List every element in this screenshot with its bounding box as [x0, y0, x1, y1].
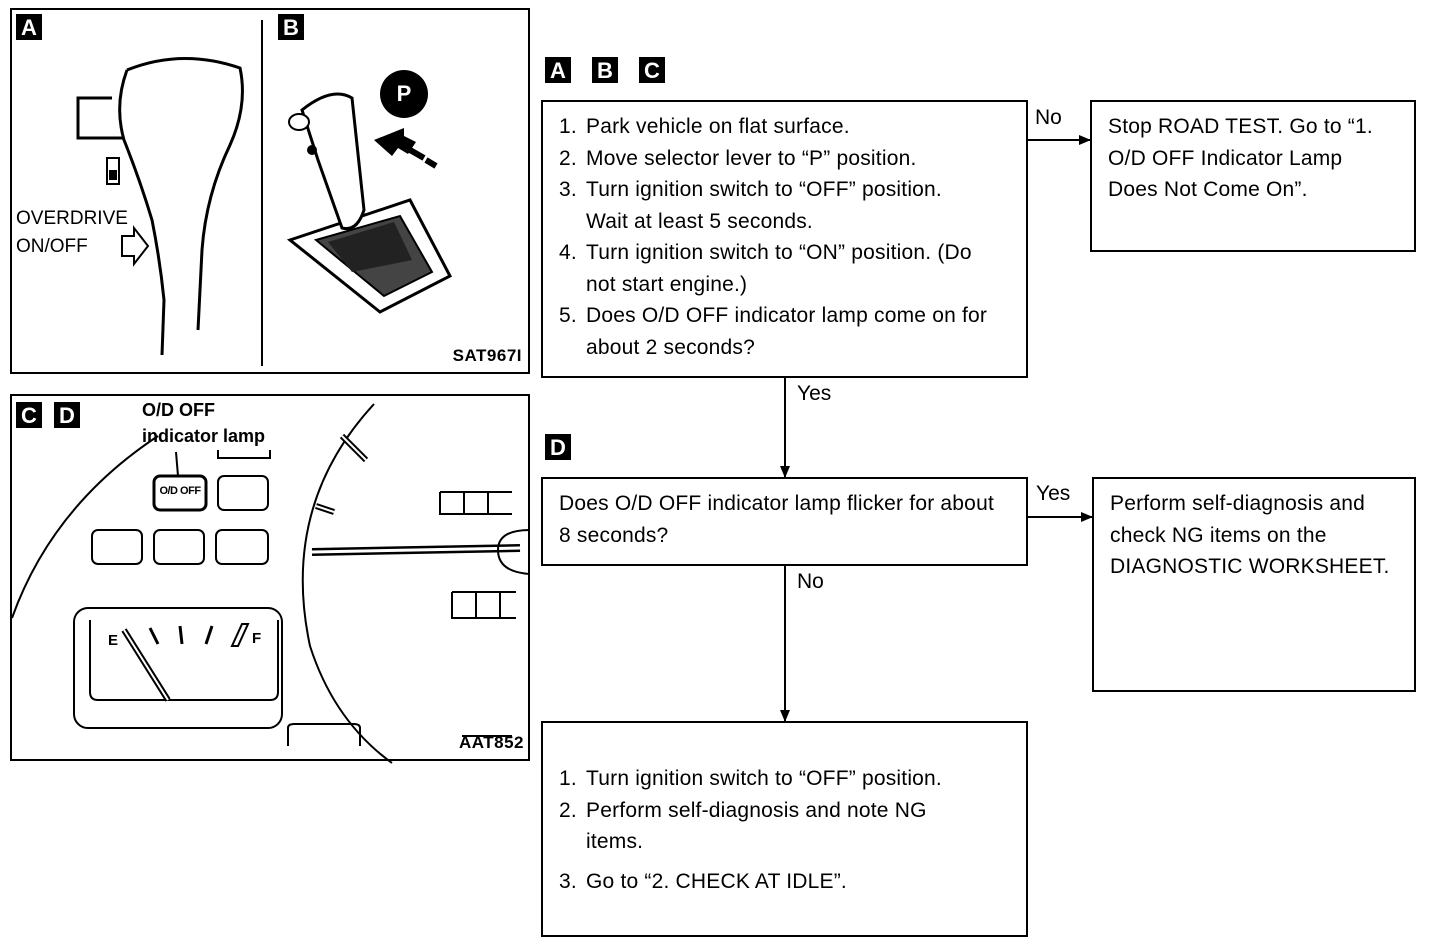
shift-lever-illustration: [76, 20, 453, 366]
procedure-step: 3.Go to “2. CHECK AT IDLE”.: [559, 869, 847, 893]
step-tag-a: A: [545, 57, 571, 83]
p-position-badge: P: [396, 81, 412, 106]
branch-label-no-1: No: [1035, 106, 1062, 129]
figure-code-aat852: AAT852: [458, 733, 524, 752]
figure-tag-a: A: [16, 14, 42, 40]
procedure-step: 2.Move selector lever to “P” position.: [559, 146, 917, 170]
question-box-lamp-flicker: Does O/D OFF indicator lamp flicker for …: [541, 477, 1028, 566]
step-tag-d: D: [545, 434, 571, 460]
figure-tag-c: C: [16, 402, 42, 428]
procedure-step: 4.Turn ignition switch to “ON” position.…: [559, 241, 972, 296]
figure-tag-d: D: [54, 402, 80, 428]
fuel-gauge-full-label: F: [252, 630, 262, 647]
procedure-box-final: 1.Turn ignition switch to “OFF” position…: [541, 721, 1028, 937]
branch-label-yes-1: Yes: [797, 382, 832, 405]
instrument-cluster-illustration: [11, 403, 531, 764]
od-off-callout-line2: indicator lamp: [142, 426, 266, 446]
branch-label-yes-2: Yes: [1036, 482, 1071, 505]
figure-panel-cd: C D O/D OFF indicator lamp O/D OFF E F A…: [10, 394, 531, 764]
procedure-step: 5.Does O/D OFF indicator lamp come on fo…: [559, 304, 988, 359]
procedure-step: 1.Turn ignition switch to “OFF” position…: [559, 767, 942, 790]
procedure-box-check-lamp: 1.Park vehicle on flat surface. 2.Move s…: [541, 100, 1028, 378]
branch-label-no-2: No: [797, 570, 824, 593]
result-box-stop-road-test: Stop ROAD TEST. Go to “1. O/D OFF Indica…: [1090, 100, 1416, 252]
procedure-step: 3.Turn ignition switch to “OFF” position…: [559, 178, 942, 233]
overdrive-label: OVERDRIVE: [16, 208, 128, 229]
figure-code-sat967i: SAT967I: [452, 346, 522, 365]
figure-tag-b: B: [278, 14, 304, 40]
od-off-callout-line1: O/D OFF: [142, 400, 215, 420]
overdrive-onoff-label: ON/OFF: [16, 236, 88, 257]
procedure-step: 2.Perform self-diagnosis and note NG ite…: [559, 798, 927, 854]
step-tag-c: C: [639, 57, 665, 83]
step-tag-b: B: [592, 57, 618, 83]
result-box-self-diagnosis: Perform self-diagnosis and check NG item…: [1092, 477, 1416, 692]
od-off-lamp-text: O/D OFF: [159, 485, 201, 497]
fuel-gauge-empty-label: E: [108, 632, 119, 649]
figure-panel-ab: A B OVERDRIVE ON/OFF P SAT967I: [10, 8, 530, 374]
procedure-step: 1.Park vehicle on flat surface.: [559, 115, 850, 138]
